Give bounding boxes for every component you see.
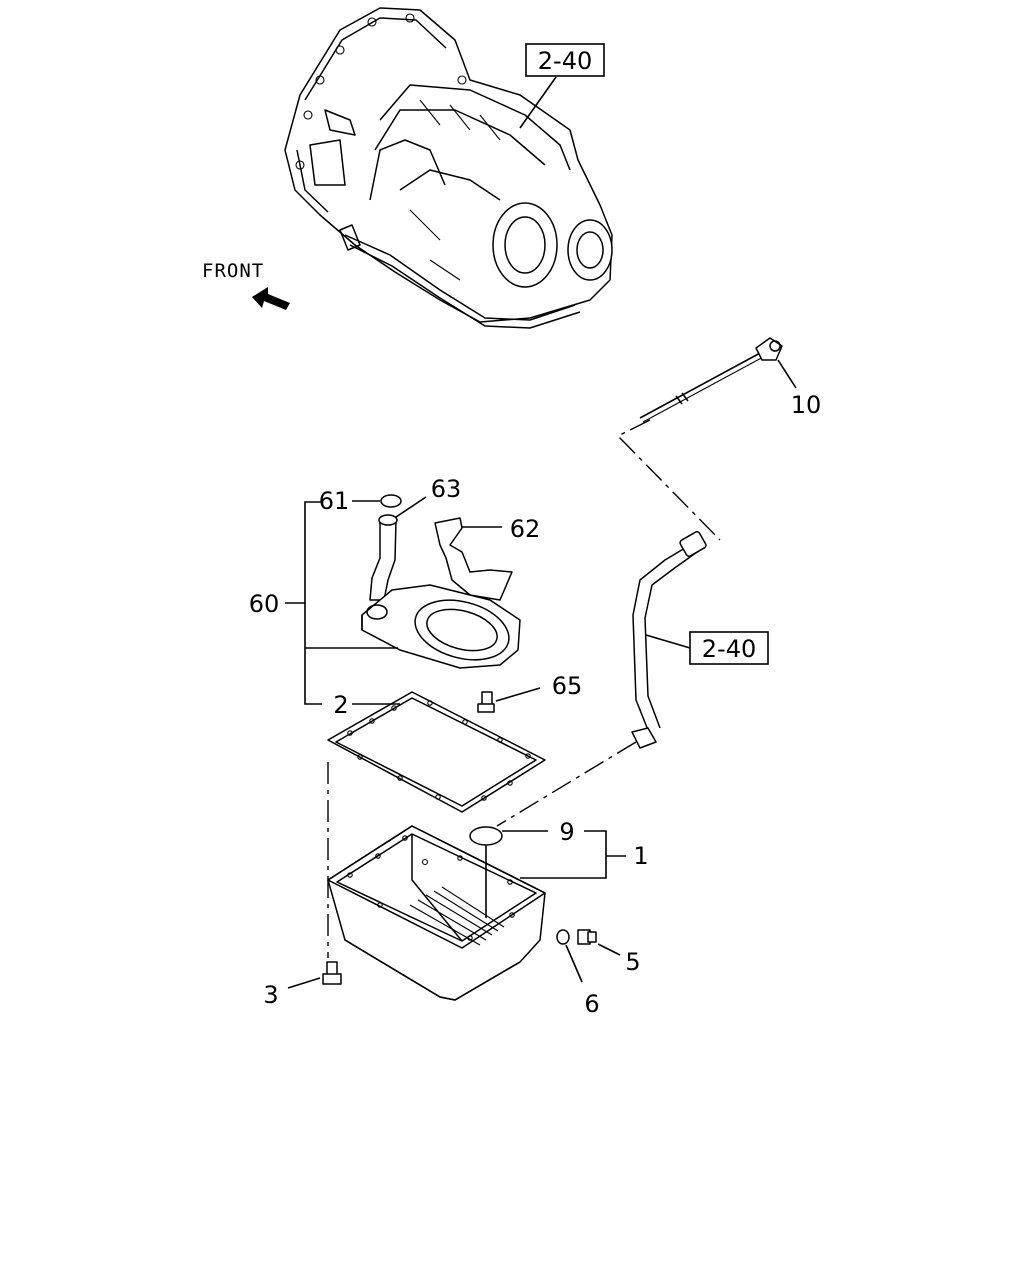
strainer-pipe-63 xyxy=(369,514,398,601)
leader-5 xyxy=(597,943,621,956)
callout-60: 60 xyxy=(249,590,280,618)
front-arrow-icon xyxy=(252,287,290,310)
bolt-65 xyxy=(477,691,495,713)
ref-box-tube xyxy=(689,631,769,665)
callout-63: 63 xyxy=(431,475,462,503)
leader-3 xyxy=(287,977,321,989)
leader-ref-tube xyxy=(645,634,691,649)
leader-6 xyxy=(565,944,583,983)
bolt-3 xyxy=(322,961,342,985)
bracket-62 xyxy=(434,517,513,601)
transmission-assembly xyxy=(284,7,613,329)
callout-2: 2 xyxy=(333,691,348,719)
ref-box-top xyxy=(525,43,605,77)
ref-label-tube: 2-40 xyxy=(702,635,756,663)
oil-pan-gasket xyxy=(327,691,546,813)
front-label: FRONT xyxy=(202,260,264,282)
callout-9: 9 xyxy=(559,818,574,846)
ref-label-top: 2-40 xyxy=(538,47,592,75)
drain-plug-5 xyxy=(577,929,597,945)
oil-pan xyxy=(327,825,546,1001)
callout-1: 1 xyxy=(633,842,648,870)
callout-3: 3 xyxy=(263,981,278,1009)
bracket-1 xyxy=(520,830,607,879)
callout-5: 5 xyxy=(625,948,640,976)
tube-alignment-line xyxy=(496,741,637,827)
magnet-9 xyxy=(469,826,503,846)
callout-6: 6 xyxy=(584,990,599,1018)
washer-6 xyxy=(556,929,570,945)
callout-62: 62 xyxy=(510,515,541,543)
leader-63 xyxy=(395,496,427,518)
oil-strainer xyxy=(361,584,521,669)
bracket-60 xyxy=(304,501,322,705)
o-ring-61 xyxy=(380,494,402,508)
callout-61: 61 xyxy=(319,487,350,515)
leader-10 xyxy=(777,359,797,389)
dipstick-alignment-line xyxy=(616,419,721,541)
dipstick xyxy=(639,337,783,423)
callout-10: 10 xyxy=(791,391,822,419)
filler-tube xyxy=(631,531,707,749)
leader-65 xyxy=(495,687,541,702)
leader-ref-top xyxy=(519,76,557,129)
callout-65: 65 xyxy=(552,672,583,700)
